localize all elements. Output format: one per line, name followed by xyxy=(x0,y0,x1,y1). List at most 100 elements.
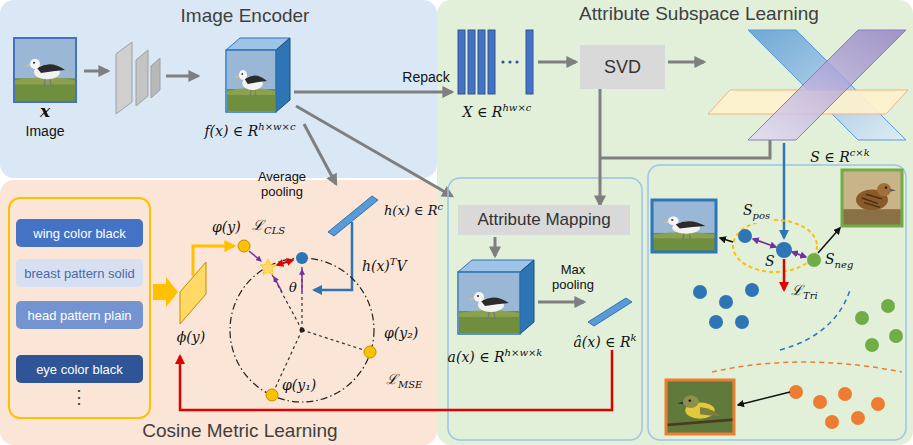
vector-bar-part xyxy=(328,196,378,236)
cosine-circle-part-part xyxy=(274,277,282,292)
arrow-label: Average pooling xyxy=(258,169,306,199)
attribute-cube-part xyxy=(458,272,520,334)
triplet-label: S xyxy=(743,202,753,218)
math-label: X ∈ R xyxy=(463,104,503,120)
math-label-holder: a(x) ∈ Rh×w×k xyxy=(448,345,543,365)
triplet-space-part xyxy=(783,259,786,290)
mse-arrow-part xyxy=(180,350,612,410)
loss-label-holder: ℒCLS xyxy=(252,218,285,238)
subspace-planes-part xyxy=(708,90,908,114)
flow-arrow-part xyxy=(296,106,452,196)
math-label-holder: h(x)TV xyxy=(362,254,407,274)
input-symbol-holder: x xyxy=(40,104,50,119)
triplet-space-part-part xyxy=(865,338,879,352)
loss-label-holder: ℒTri xyxy=(790,283,819,303)
projection-arrow-part xyxy=(783,143,786,238)
math-label: c xyxy=(438,201,444,212)
cosine-circle-part-part xyxy=(301,270,303,292)
math-label: S ∈ R xyxy=(810,149,849,165)
repacked-matrix-part xyxy=(508,60,511,63)
encoder-panel: Image Encoder xyxy=(0,0,437,178)
panel-title: ⋮ xyxy=(70,387,88,407)
attribute-pill: wing color black xyxy=(16,219,143,247)
math-label: c×k xyxy=(850,147,870,158)
triplet-space-part-part xyxy=(881,299,895,313)
input-image-part xyxy=(15,39,75,101)
attribute-cube-part xyxy=(459,273,519,333)
flow-arrow-part xyxy=(166,75,198,78)
arrow-label-holder: Average pooling xyxy=(251,169,313,199)
triplet-space xyxy=(652,170,903,434)
triplet-label-holder: S xyxy=(764,254,776,269)
cosine-circle-part xyxy=(230,258,374,402)
loss-label: ℒ xyxy=(252,217,264,233)
math-label-holder: ϕ(y) xyxy=(177,330,205,345)
feature-cube-part xyxy=(226,50,276,112)
subspace-planes-part xyxy=(748,30,906,140)
math-label: h(x) xyxy=(362,258,390,274)
attribute-embedding-arrow-part xyxy=(180,262,206,324)
attribute-list: ⋮wing color blackbreast pattern solidhea… xyxy=(8,197,151,419)
loss-label: CLS xyxy=(264,225,285,236)
triplet-space-part xyxy=(693,229,792,329)
box-label: Attribute Mapping xyxy=(477,210,610,230)
subspace-planes xyxy=(708,30,908,140)
triplet-space-part xyxy=(720,228,840,405)
math-label-holder: f(x) ∈ Rh×w×c xyxy=(204,119,295,139)
math-label-holder: φ(y₂) xyxy=(384,326,418,341)
triplet-label-holder: Spos xyxy=(742,203,771,223)
cosine-circle-part-part xyxy=(268,267,302,330)
input-caption-holder: Image xyxy=(26,124,65,139)
math-label-holder: â(x) ∈ Rk xyxy=(573,330,636,350)
math-label: h×w×k xyxy=(505,347,543,358)
cosine-circle-part xyxy=(238,240,250,252)
repacked-matrix-part xyxy=(478,30,485,94)
attribute-pill: eye color black xyxy=(16,355,143,383)
triplet-space-part xyxy=(789,385,885,429)
triplet-space-part xyxy=(666,380,734,434)
box-label: wing color black xyxy=(33,226,126,241)
flow-arrow-part xyxy=(294,91,452,94)
triplet-label-holder: Sneg xyxy=(824,252,854,272)
triplet-space-part-part xyxy=(813,395,827,409)
encoder-layers-part xyxy=(151,58,160,98)
repacked-matrix-part xyxy=(468,30,475,94)
region-outline xyxy=(448,165,906,440)
cosine-circle-part xyxy=(277,260,293,265)
region-outline-part xyxy=(648,165,906,440)
input-symbol: x xyxy=(40,101,50,121)
triplet-space-part-part xyxy=(753,239,776,247)
triplet-space-part-part xyxy=(709,315,723,329)
math-label-holder: S ∈ Rc×k xyxy=(810,145,869,165)
repacked-matrix-part xyxy=(458,30,465,94)
attribute-embedding-arrow-part xyxy=(193,246,234,276)
box-label: SVD xyxy=(604,57,641,78)
triplet-space-part-part xyxy=(745,283,759,297)
math-label: φ(y₁) xyxy=(282,377,316,393)
triplet-space-part xyxy=(666,380,734,434)
input-caption: Image xyxy=(26,123,65,139)
triplet-space-part xyxy=(753,239,806,257)
mse-arrow xyxy=(180,350,612,410)
math-label: â(x) ∈ R xyxy=(573,334,630,350)
flow-arrow-part xyxy=(668,61,704,64)
triplet-space-part-part xyxy=(838,387,852,401)
loss-label-holder: ℒMSE xyxy=(386,372,422,392)
triplet-space-part-part xyxy=(693,285,707,299)
cosine-circle-part xyxy=(266,389,278,401)
triplet-space-part-part xyxy=(720,238,733,242)
triplet-space-part xyxy=(807,253,903,352)
triplet-space-part-part xyxy=(851,411,865,425)
math-label: hw×c xyxy=(502,102,531,113)
triplet-space-part xyxy=(712,362,902,372)
feature-cube xyxy=(226,38,290,112)
triplet-space-part-part xyxy=(789,385,803,399)
triplet-label: S xyxy=(825,251,835,267)
triplet-space-part xyxy=(842,170,902,226)
projection-arrow-part xyxy=(314,222,352,290)
panel-title: Attribute Subspace Learning xyxy=(579,3,819,24)
repacked-matrix-part xyxy=(488,30,495,94)
title-holder: ⋮ xyxy=(70,387,88,408)
mapping-box: Attribute Mapping xyxy=(458,205,630,235)
